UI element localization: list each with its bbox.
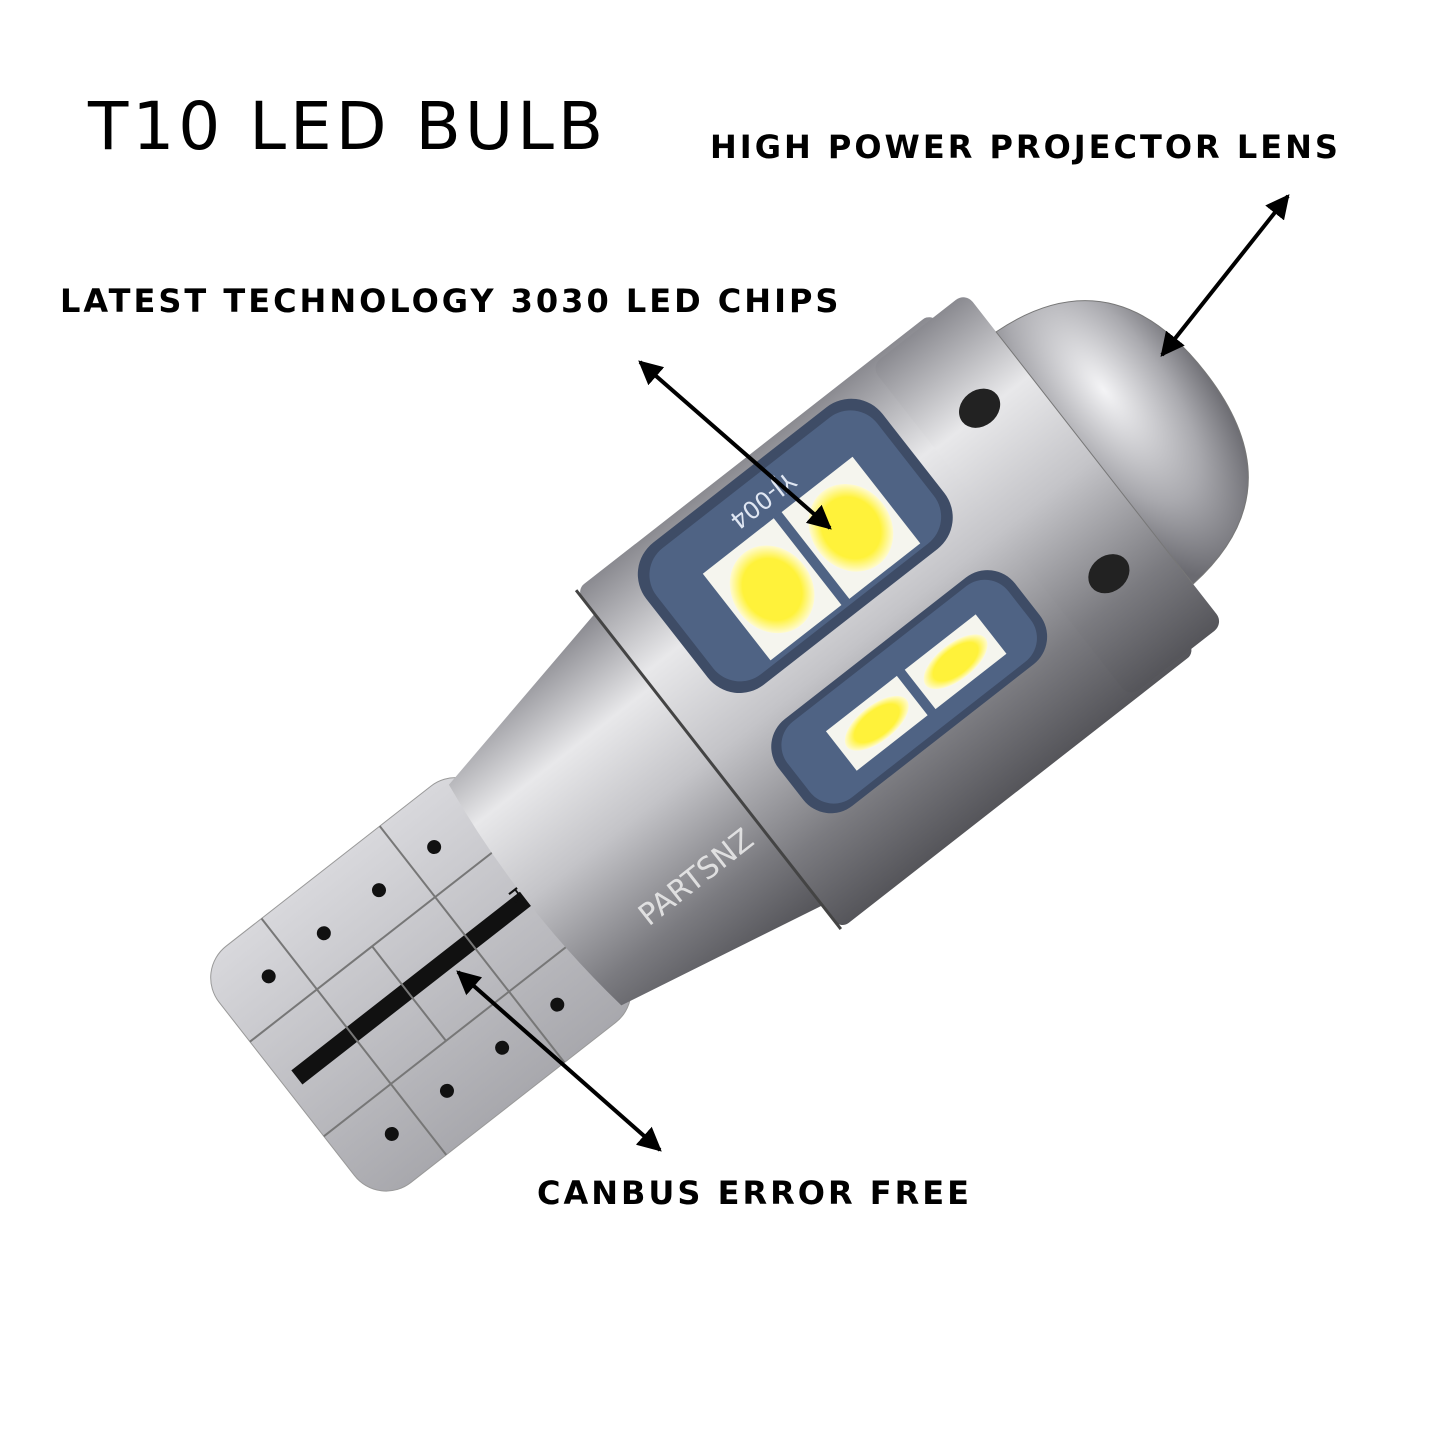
callout-projector-lens: HIGH POWER PROJECTOR LENS — [710, 128, 1341, 166]
led-chip — [844, 695, 909, 751]
arrow-chips — [638, 360, 832, 530]
lens-collar — [875, 297, 1220, 693]
callout-led-chips: LATEST TECHNOLOGY 3030 LED CHIPS — [60, 282, 842, 320]
projector-lens — [995, 300, 1249, 585]
led-chip — [729, 545, 815, 634]
led-module-side — [771, 570, 1048, 814]
arrow-canbus — [456, 970, 662, 1152]
bulb-neck — [448, 613, 823, 1006]
arrow-lens — [1160, 194, 1290, 357]
led-chip — [923, 634, 988, 690]
page-title: T10 LED BULB — [88, 88, 608, 165]
callout-canbus: CANBUS ERROR FREE — [537, 1174, 972, 1212]
